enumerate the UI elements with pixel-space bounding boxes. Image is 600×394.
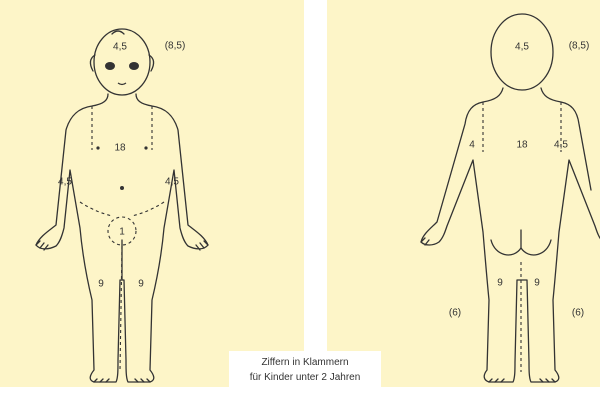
front-left-leg-percent: 9: [98, 279, 104, 290]
front-left-arm-percent: 4,5: [58, 177, 72, 188]
front-right-groin-boundary: [132, 202, 164, 216]
back-trunk-percent: 18: [516, 140, 527, 151]
front-left-nipple: [96, 146, 99, 149]
front-head-percent: 4,5: [113, 42, 127, 53]
back-head-percent: 4,5: [515, 42, 529, 53]
front-right-eye: [129, 62, 139, 70]
front-right-arm-percent: 4,5: [165, 177, 179, 188]
front-leg-boundary: [120, 246, 122, 370]
back-head-child-percent: (8,5): [569, 41, 590, 52]
front-right-leg-percent: 9: [138, 279, 144, 290]
back-right-leg-child-percent: (6): [572, 308, 584, 319]
back-right-arm-percent: 4,5: [554, 140, 568, 151]
front-hair-curl: [112, 31, 124, 34]
front-mouth: [118, 83, 126, 85]
front-right-nipple: [144, 146, 147, 149]
front-body: [36, 94, 208, 382]
back-body: [421, 88, 600, 382]
front-left-groin-boundary: [80, 202, 112, 216]
front-left-eye: [105, 62, 115, 70]
front-genital-percent: 1: [119, 227, 125, 238]
caption-line-1: Ziffern in Klammern: [229, 357, 381, 368]
back-left-arm-percent: 4: [469, 140, 475, 151]
caption-line-2: für Kinder unter 2 Jahren: [229, 372, 381, 383]
back-body-outline: [327, 0, 600, 387]
front-view-panel: 4,5 (8,5) 18 4,5 4,5 1 9 9: [0, 0, 304, 387]
front-body-outline: [0, 0, 304, 387]
front-head-child-percent: (8,5): [165, 41, 186, 52]
caption: Ziffern in Klammern für Kinder unter 2 J…: [229, 351, 381, 391]
back-right-leg-percent: 9: [534, 278, 540, 289]
back-left-leg-percent: 9: [497, 278, 503, 289]
front-trunk-percent: 18: [114, 143, 125, 154]
back-view-panel: 4,5 (8,5) 18 4 4,5 9 9 (6) (6): [327, 0, 600, 387]
front-navel: [120, 186, 124, 190]
back-left-leg-child-percent: (6): [449, 308, 461, 319]
